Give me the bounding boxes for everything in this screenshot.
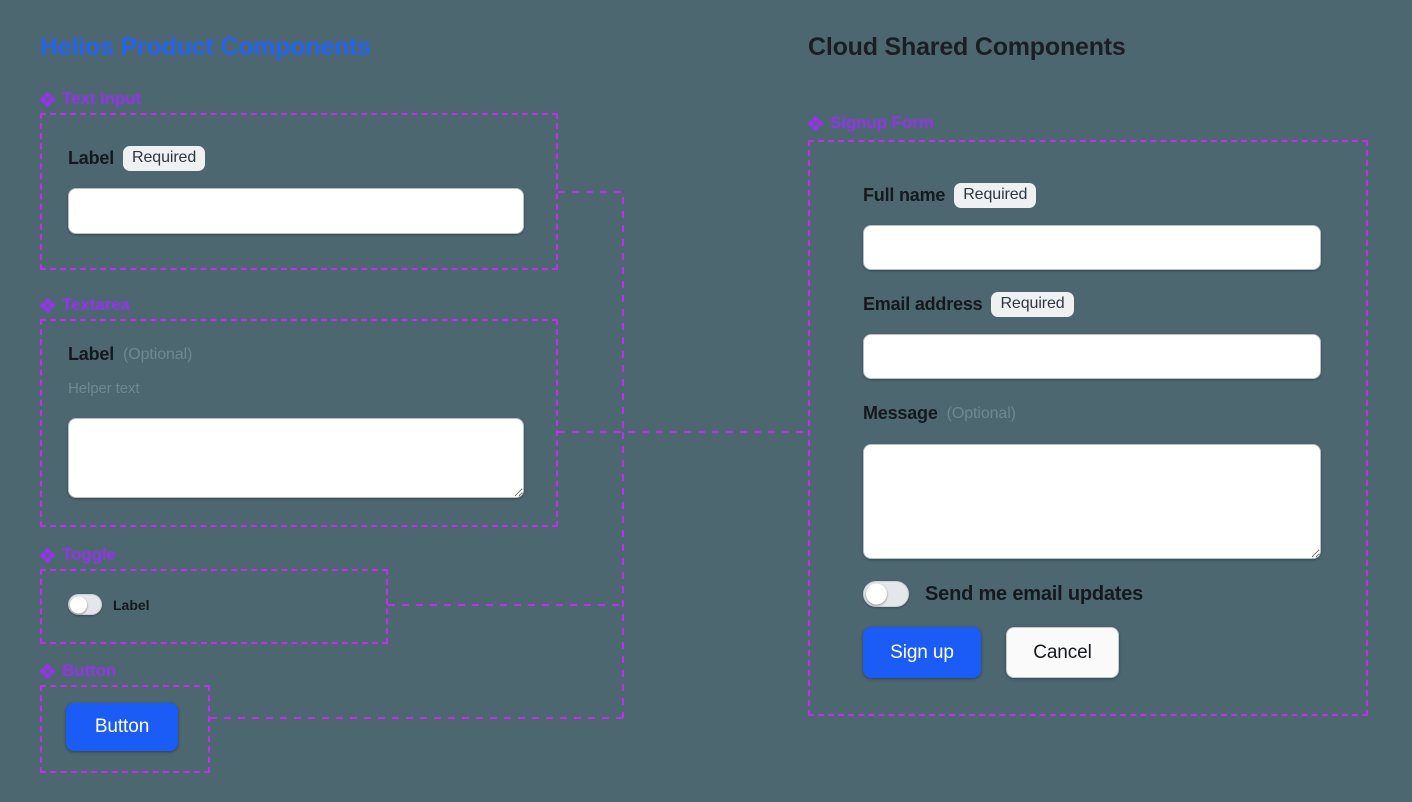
diamond-cluster-icon [808, 115, 823, 131]
diamond-cluster-icon [40, 547, 55, 563]
email-label-row: Email address Required [863, 292, 1074, 318]
message-label: Message [863, 403, 938, 423]
demo-button[interactable]: Button [66, 703, 178, 751]
full-name-label-row: Full name Required [863, 183, 1037, 209]
section-label-button: Button [40, 661, 116, 681]
diamond-cluster-icon [40, 297, 55, 313]
section-label-text: Button [62, 661, 117, 680]
optional-tag: (Optional) [123, 345, 193, 363]
section-label-textarea: Textarea [40, 295, 130, 315]
optional-tag: (Optional) [946, 404, 1016, 422]
full-name-input[interactable] [863, 225, 1321, 270]
section-label-text-input: Text Input [40, 89, 141, 109]
text-input-field[interactable] [68, 188, 524, 234]
required-badge: Required [123, 146, 206, 172]
required-badge: Required [954, 183, 1037, 209]
section-label-text: Textarea [62, 295, 130, 314]
email-input[interactable] [863, 334, 1321, 379]
section-label-text: Signup Form [830, 113, 934, 132]
email-updates-label: Send me email updates [925, 582, 1144, 605]
message-label-row: Message (Optional) [863, 403, 1016, 424]
textarea-field[interactable] [68, 418, 524, 498]
section-label-signup-form: Signup Form [808, 113, 934, 133]
right-column-title: Cloud Shared Components [808, 33, 1126, 61]
textarea-label: Label [68, 344, 115, 364]
toggle-knob [866, 583, 887, 605]
group-box-button [40, 685, 210, 773]
message-textarea[interactable] [863, 444, 1321, 559]
required-badge: Required [991, 292, 1074, 318]
textarea-label-row: Label (Optional) [68, 344, 192, 365]
toggle-row: Label [68, 594, 150, 615]
toggle-knob [70, 596, 87, 613]
connector-text-input [558, 191, 624, 432]
section-label-text: Text Input [62, 89, 141, 108]
group-box-text-input [40, 113, 558, 270]
left-column-title: Helios Product Components [40, 33, 372, 61]
full-name-label: Full name [863, 185, 946, 206]
textarea-helper-text: Helper text [68, 380, 140, 397]
email-updates-toggle[interactable] [863, 581, 909, 607]
diamond-cluster-icon [40, 91, 55, 107]
text-input-label: Label [68, 148, 115, 169]
section-label-text: Toggle [62, 545, 116, 564]
email-label: Email address [863, 294, 983, 315]
group-box-toggle [40, 569, 388, 644]
email-updates-toggle-row: Send me email updates [863, 581, 1143, 607]
section-label-toggle: Toggle [40, 545, 116, 565]
cancel-button[interactable]: Cancel [1006, 627, 1119, 678]
toggle-label: Label [113, 596, 150, 613]
diamond-cluster-icon [40, 663, 55, 679]
group-box-textarea [40, 319, 558, 527]
sign-up-button[interactable]: Sign up [863, 627, 981, 678]
text-input-label-row: Label Required [68, 146, 206, 172]
group-box-signup-form [808, 140, 1368, 716]
toggle-switch[interactable] [68, 594, 102, 615]
